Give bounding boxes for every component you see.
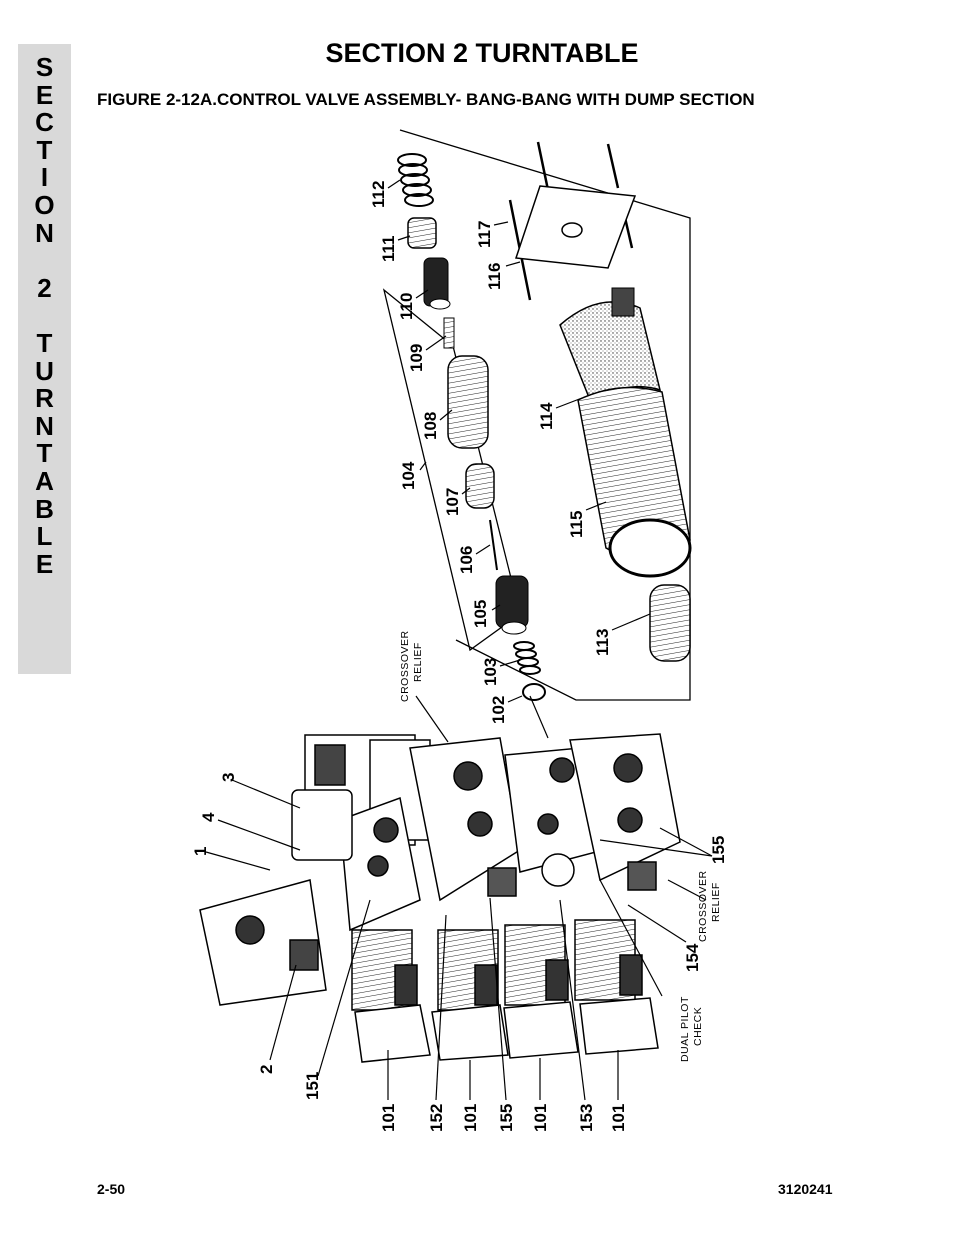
side-letter: T [36,327,53,358]
callout-101-d: 101 [609,1104,628,1132]
sleeve-111-icon [407,217,437,249]
callout-154: 154 [683,943,702,972]
tube-115-icon [577,386,692,578]
callout-102: 102 [489,696,508,724]
callout-103: 103 [481,658,500,686]
side-letter: O [34,189,55,220]
callout-110: 110 [397,293,416,320]
side-letter: E [35,548,54,579]
side-letter: B [35,493,54,524]
callout-112: 112 [369,181,388,208]
callout-109: 109 [407,344,426,372]
callout-labels: 112 111 110 109 108 104 107 106 105 103 … [191,181,728,1132]
callout-113: 113 [593,629,612,656]
note-crossover-relief-right-2: RELIEF [710,882,722,922]
callout-101-a: 101 [379,1104,398,1132]
fitting-110-icon [423,257,451,310]
leader-lines [205,179,713,1101]
coil-114-icon [559,287,662,402]
armature-113-icon [649,584,691,662]
side-tab-letters: S E C T I O N 2 T U R N T A B L E [18,52,71,579]
side-letter: T [36,438,53,469]
callout-155-a: 155 [497,1104,516,1132]
spring-103-icon [513,641,541,675]
callout-1: 1 [191,847,210,856]
callout-151: 151 [303,1072,322,1100]
callout-107: 107 [443,488,462,516]
side-letter: N [35,217,54,248]
callout-108: 108 [421,412,440,440]
note-labels: CROSSOVER RELIEF CROSSOVER RELIEF DUAL P… [399,630,722,1062]
callout-152: 152 [427,1104,446,1132]
section-side-tab: S E C T I O N 2 T U R N T A B L E [18,44,71,674]
note-crossover-relief-right-1: CROSSOVER [697,870,709,942]
callout-105: 105 [471,600,490,628]
page-number: 2-50 [97,1181,126,1197]
side-letter: C [35,107,54,138]
document-number: 3120241 [778,1181,833,1197]
note-crossover-relief-top-2: RELIEF [412,642,424,682]
callout-104: 104 [399,461,418,490]
seal-102-icon [522,683,546,701]
callout-101-b: 101 [461,1104,480,1132]
callout-115: 115 [567,511,586,538]
valve-assembly-diagram: 112 111 110 109 108 104 107 106 105 103 … [180,118,760,1168]
side-letter: A [35,465,54,496]
callout-117: 117 [475,221,494,248]
diagram-svg: 112 111 110 109 108 104 107 106 105 103 … [191,129,728,1132]
rod-106-icon [489,519,498,571]
callout-2: 2 [257,1065,276,1074]
note-dual-pilot-check-2: CHECK [692,1007,704,1046]
end-plate-icon [514,185,637,269]
side-letter: E [35,79,54,110]
callout-4: 4 [199,812,218,822]
callout-114: 114 [537,402,556,430]
side-letter: L [36,521,53,552]
callout-153: 153 [577,1104,596,1132]
pin-109-icon [443,317,455,349]
page-title: SECTION 2 TURNTABLE [325,38,639,68]
side-letter: R [35,383,54,414]
callout-101-c: 101 [531,1104,550,1132]
side-letter: N [35,410,54,441]
callout-106: 106 [457,546,476,574]
side-letter: S [35,52,54,82]
spring-112-icon [397,153,434,207]
valve-stack-icon [199,733,681,1006]
plug-107-icon [465,463,495,509]
cartridge-108-icon [447,355,489,449]
side-letter: I [40,162,49,193]
side-letter: U [35,355,54,386]
callout-116: 116 [485,263,504,290]
callout-155-b: 155 [709,836,728,864]
note-dual-pilot-check-1: DUAL PILOT [679,996,691,1062]
note-crossover-relief-top-1: CROSSOVER [399,630,411,702]
side-letter: 2 [37,272,52,303]
callout-111: 111 [379,236,398,263]
solenoid-coils-row-icon [351,919,659,1063]
figure-title: FIGURE 2-12A.CONTROL VALVE ASSEMBLY- BAN… [97,90,755,109]
callout-3: 3 [219,773,238,782]
poppet-105-icon [495,575,529,635]
side-letter: T [36,134,53,165]
